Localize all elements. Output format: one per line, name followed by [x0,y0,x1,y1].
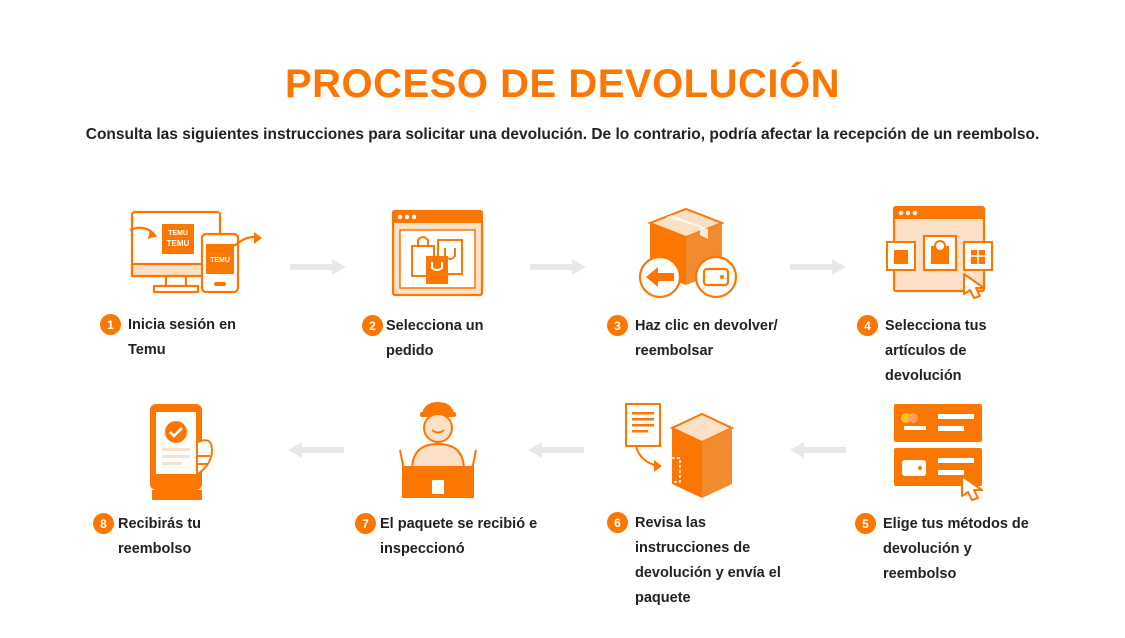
page-title: PROCESO DE DEVOLUCIÓN [284,62,840,106]
arrow-left-icon [288,442,344,458]
person-inspecting-box-icon [399,402,477,498]
temu-logo-small: TEMU [168,230,188,237]
step-7: 7 El paquete se recibió e inspeccionó [355,512,540,562]
step-label-text: Selecciona un pedido [386,318,484,359]
step-2: 2 Selecciona un pedido [362,314,547,364]
step-5: 5 Elige tus métodos de devolución y reem… [855,512,1040,587]
temu-logo: TEMU [167,239,190,248]
arrow-left-icon [790,442,846,458]
temu-logo-phone: TEMU [210,257,230,264]
step-label-text: El paquete se recibió e inspeccionó [380,516,538,557]
step-1: 1 Inicia sesión en Temu [100,313,285,363]
page-subtitle: Consulta las siguientes instrucciones pa… [85,126,1040,143]
arrow-left-icon [528,442,584,458]
step-number-badge: 3 [607,315,628,336]
step-number-badge: 7 [355,513,376,534]
step-number-badge: 8 [93,513,114,534]
step-6: 6 Revisa las instrucciones de devolución… [607,511,792,611]
step-label-text: Recibirás tu reembolso [118,516,201,557]
step-3: 3 Haz clic en devolver/ reembolsar [607,314,792,364]
document-box-icon [625,403,735,498]
step-number-badge: 4 [857,315,878,336]
step-label-text: Selecciona tus artículos de devolución [885,318,987,384]
step-4: 4 Selecciona tus artículos de devolución [857,314,1042,389]
arrow-right-icon [530,259,586,275]
step-label-text: Haz clic en devolver/ reembolsar [635,318,778,359]
devices-login-icon: TEMU TEMU TEMU [129,210,262,294]
browser-select-items-icon [886,205,993,299]
step-label-text: Inicia sesión en Temu [128,317,236,358]
step-8: 8 Recibirás tu reembolso [93,512,278,562]
step-label-text: Elige tus métodos de devolución y reembo… [883,516,1029,582]
arrow-right-icon [790,259,846,275]
step-label-text: Revisa las instrucciones de devolución y… [635,515,781,606]
phone-check-icon [150,404,214,500]
step-number-badge: 5 [855,513,876,534]
box-return-icon [638,207,738,299]
step-number-badge: 2 [362,315,383,336]
arrow-right-icon [290,259,346,275]
step-number-badge: 1 [100,314,121,335]
card-wallet-icon [894,404,983,501]
step-number-badge: 6 [607,512,628,533]
browser-bags-icon [391,209,484,297]
